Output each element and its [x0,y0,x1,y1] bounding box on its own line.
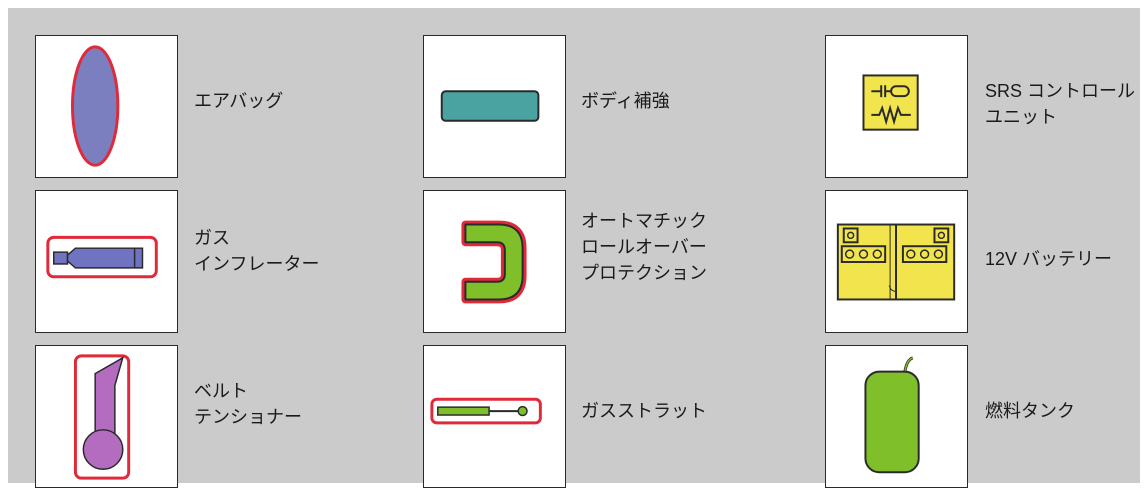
body-reinforcement-label: ボディ補強 [581,88,670,114]
battery-12v-icon-box [825,190,968,333]
label-line: オートマチック [581,211,707,231]
battery-12v-label: 12V バッテリー [985,246,1112,272]
label-line: インフレーター [194,254,320,274]
label-line: 燃料タンク [985,401,1075,421]
airbag-icon [71,45,120,167]
gas-strut-icon-box [423,345,566,488]
fuel-tank-icon [864,356,920,474]
label-line: 12V バッテリー [985,249,1113,269]
label-line: ロールオーバー [581,237,707,257]
label-line: ボディ補強 [581,91,670,111]
gas-inflator-label: ガス インフレーター [194,225,319,277]
label-line: ベルト [194,381,248,401]
belt-tensioner-icon-box [35,345,178,488]
automatic-rollover-protection-icon [461,220,527,304]
belt-tensioner-icon [73,354,131,480]
battery-12v-icon [836,223,956,301]
label-line: SRS コントロール [985,81,1136,101]
label-line: ユニット [985,107,1057,127]
gas-strut-label: ガスストラット [581,398,707,424]
label-line: エアバッグ [194,91,284,111]
gas-inflator-icon-box [35,190,178,333]
airbag-icon-box [35,35,178,178]
label-line: ガス [194,228,230,248]
fuel-tank-label: 燃料タンク [985,398,1075,424]
srs-control-unit-label: SRS コントロール ユニット [985,78,1135,130]
label-line: プロテクション [581,263,707,283]
srs-control-unit-icon [862,74,919,131]
automatic-rollover-protection-label: オートマチック ロールオーバー プロテクション [581,208,707,286]
label-line: テンショナー [194,407,302,427]
gas-inflator-icon [46,235,158,279]
automatic-rollover-protection-icon-box [423,190,566,333]
gas-strut-icon [430,397,542,425]
legend-panel: エアバッグ ボディ補強 SRS コントロール ユニット ガス インフレーター [8,8,1140,488]
body-reinforcement-icon [440,90,540,122]
belt-tensioner-label: ベルト テンショナー [194,378,302,430]
airbag-label: エアバッグ [194,88,283,114]
srs-control-unit-icon-box [825,35,968,178]
label-line: ガスストラット [581,401,707,421]
fuel-tank-icon-box [825,345,968,488]
body-reinforcement-icon-box [423,35,566,178]
